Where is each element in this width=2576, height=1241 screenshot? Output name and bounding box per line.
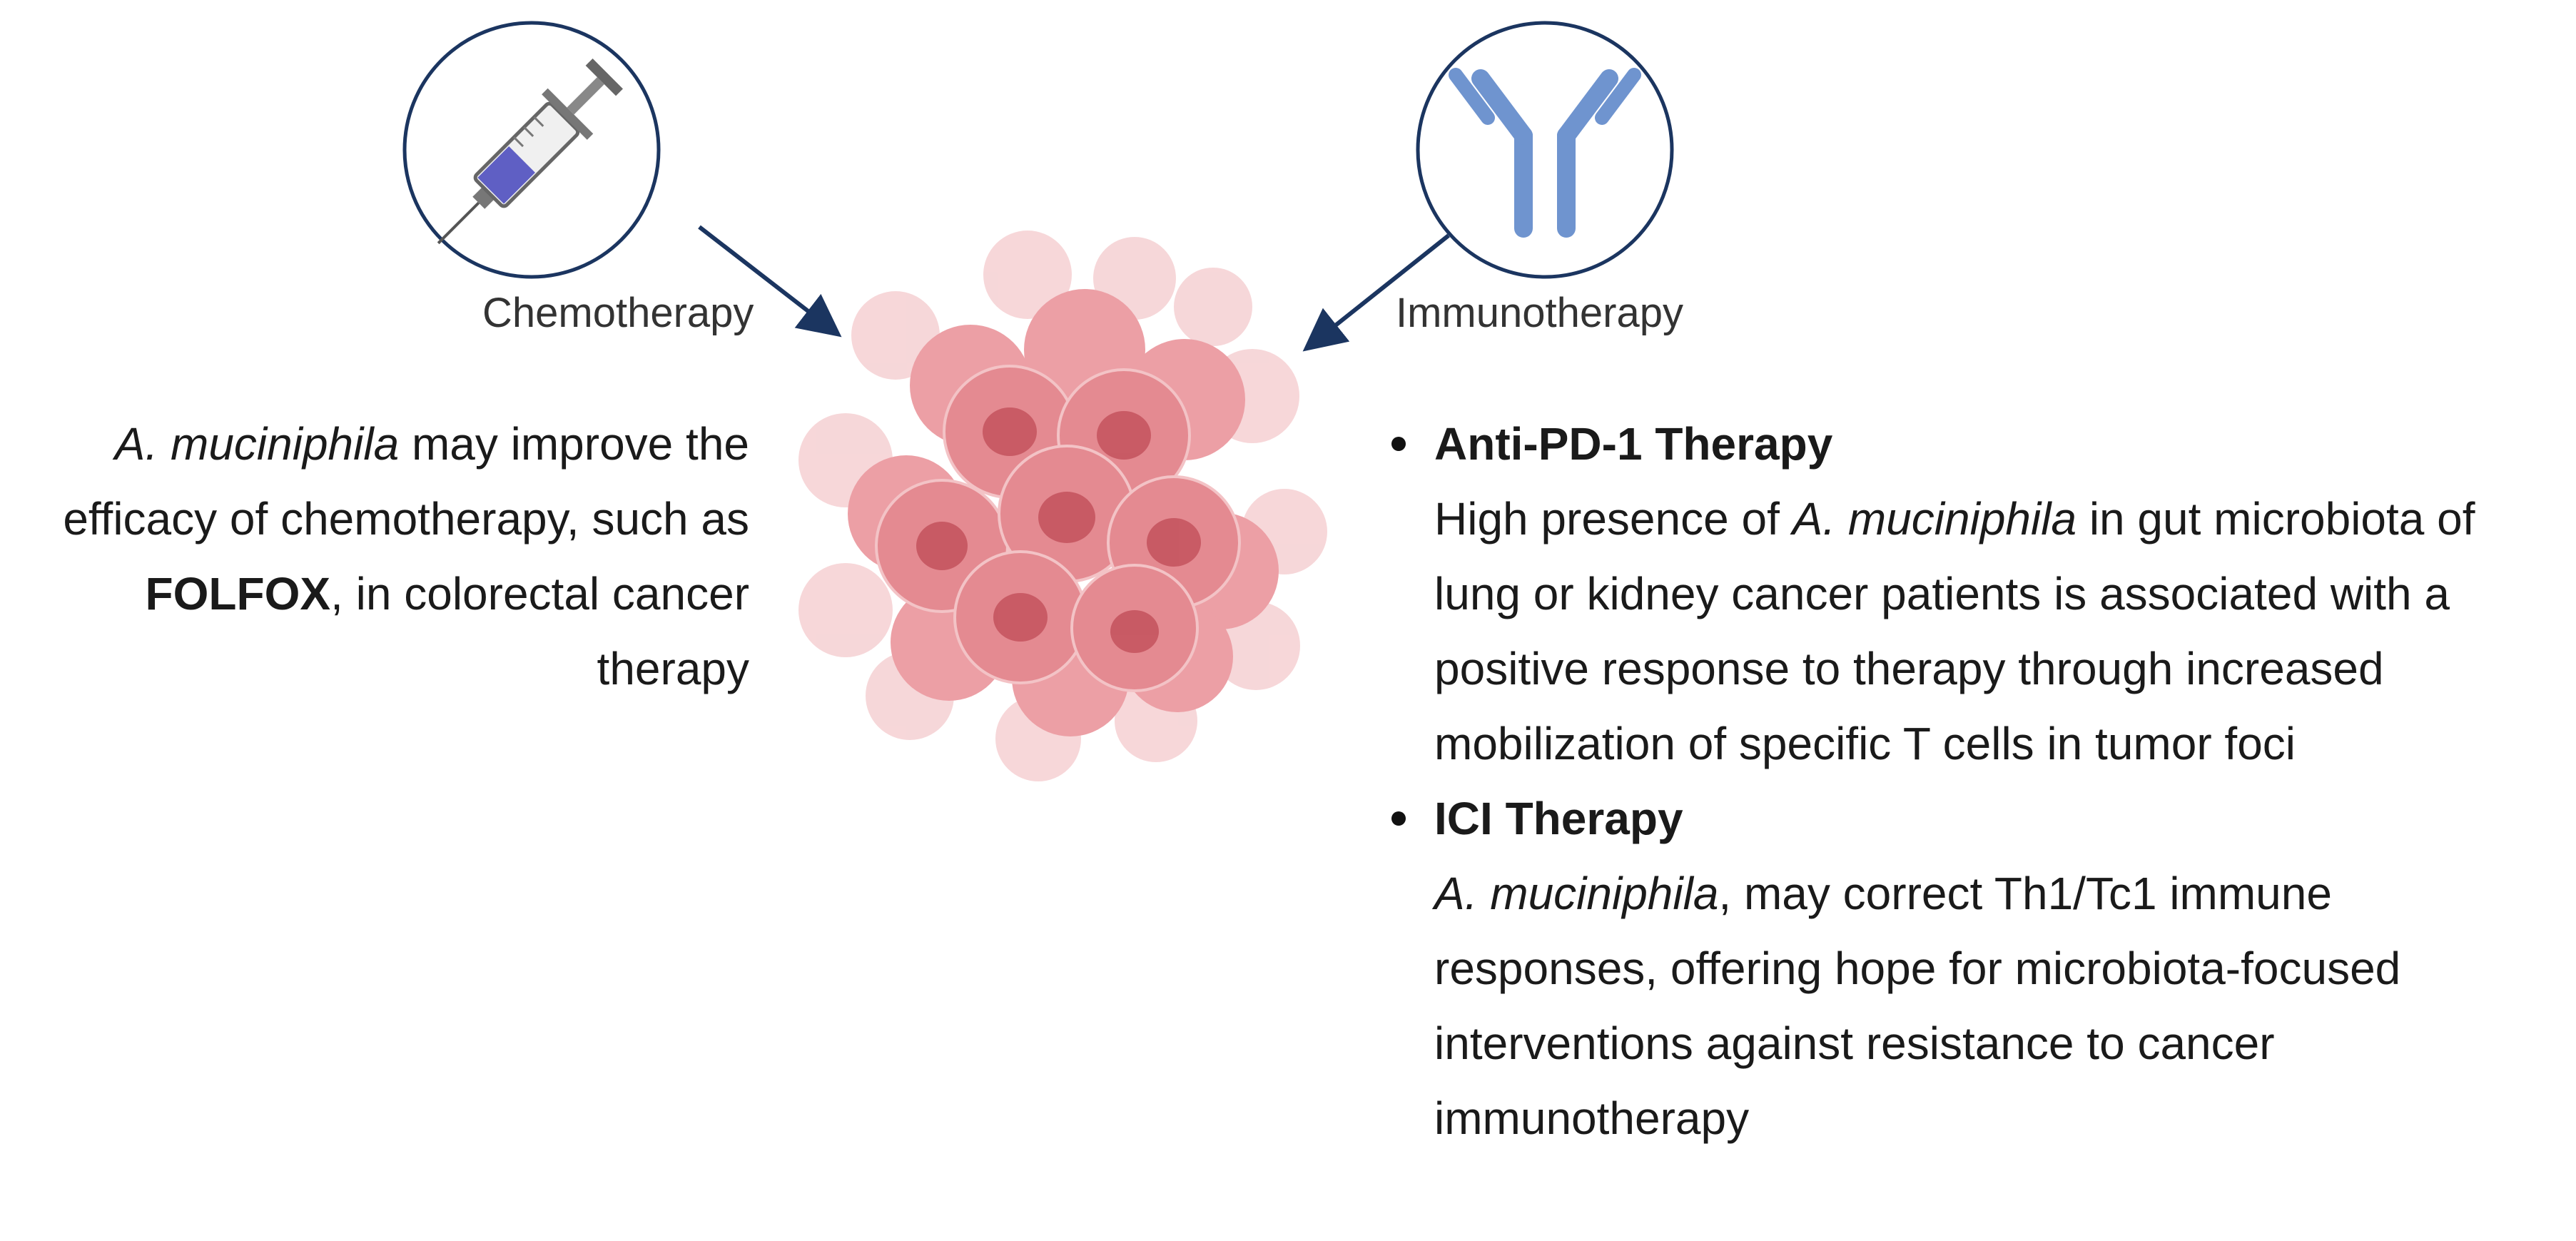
chemotherapy-text-part2: , in colorectal cancer therapy	[330, 568, 749, 694]
species-name: A. muciniphila	[1792, 493, 2077, 544]
immunotherapy-label: Immunotherapy	[1396, 290, 1683, 336]
drug-name: FOLFOX	[145, 568, 331, 619]
arrow-icon	[1302, 233, 1450, 352]
species-name: A. muciniphila	[1434, 868, 1719, 919]
chemotherapy-text-part1: may improve the efficacy of chemotherapy…	[63, 418, 749, 544]
description-post: in gut microbiota of lung or kidney canc…	[1434, 493, 2475, 769]
tumor-icon	[798, 231, 1327, 781]
arrow-icon	[698, 225, 842, 338]
therapy-description: High presence of A. muciniphila in gut m…	[1434, 482, 2562, 781]
list-item: ICI Therapy A. muciniphila, may correct …	[1377, 781, 2562, 1156]
immunotherapy-list: Anti-PD-1 Therapy High presence of A. mu…	[1377, 407, 2562, 1156]
list-item: Anti-PD-1 Therapy High presence of A. mu…	[1377, 407, 2562, 781]
species-name: A. muciniphila	[114, 418, 400, 470]
antibody-icon	[1416, 21, 1674, 279]
therapy-title: ICI Therapy	[1434, 793, 1683, 844]
description-post: , may correct Th1/Tc1 immune responses, …	[1434, 868, 2401, 1144]
chemotherapy-label: Chemotherapy	[482, 290, 754, 336]
therapy-description: A. muciniphila, may correct Th1/Tc1 immu…	[1434, 856, 2562, 1156]
description-pre: High presence of	[1434, 493, 1792, 544]
syringe-icon	[402, 21, 661, 279]
therapy-title: Anti-PD-1 Therapy	[1434, 418, 1833, 470]
chemotherapy-description: A. muciniphila may improve the efficacy …	[14, 407, 749, 706]
